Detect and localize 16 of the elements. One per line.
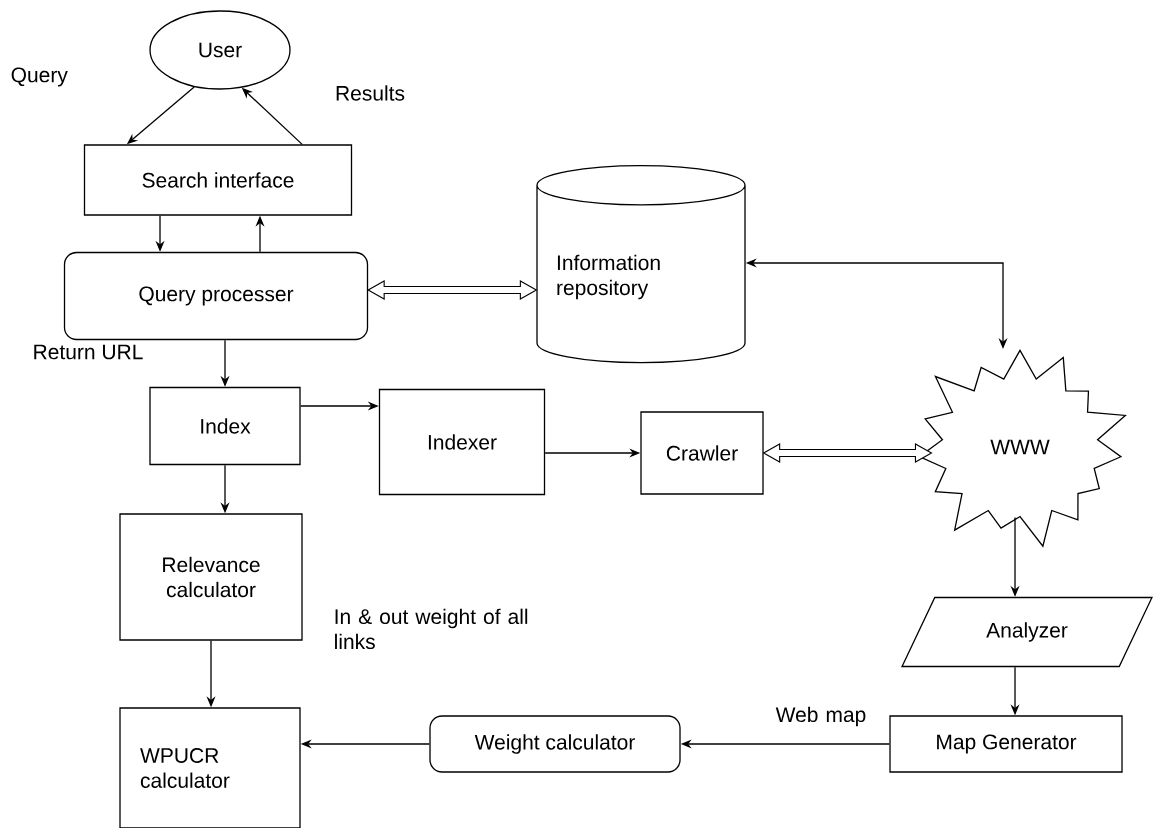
process-box: WPUCR calculator: [119, 707, 301, 828]
process-box: Indexer: [378, 388, 546, 496]
edge-label: Return URL: [30, 342, 146, 362]
hollow-arrow: [367, 280, 538, 300]
edge-label: Results: [333, 83, 407, 103]
note-text: Web map: [775, 706, 866, 727]
process-box: Map Generator: [889, 715, 1123, 773]
process-box: Index: [149, 386, 301, 466]
edge-label: Query: [8, 65, 70, 89]
process-box: Relevance calculator: [119, 513, 303, 641]
rounded-box: Query processer: [63, 251, 369, 341]
note-text: In & out weight of all links: [335, 608, 528, 650]
database-cylinder: Information repository: [536, 165, 746, 364]
process-box: Crawler: [640, 411, 764, 495]
rounded-box: Weight calculator: [429, 715, 681, 773]
process-box: Search interface: [83, 144, 353, 216]
